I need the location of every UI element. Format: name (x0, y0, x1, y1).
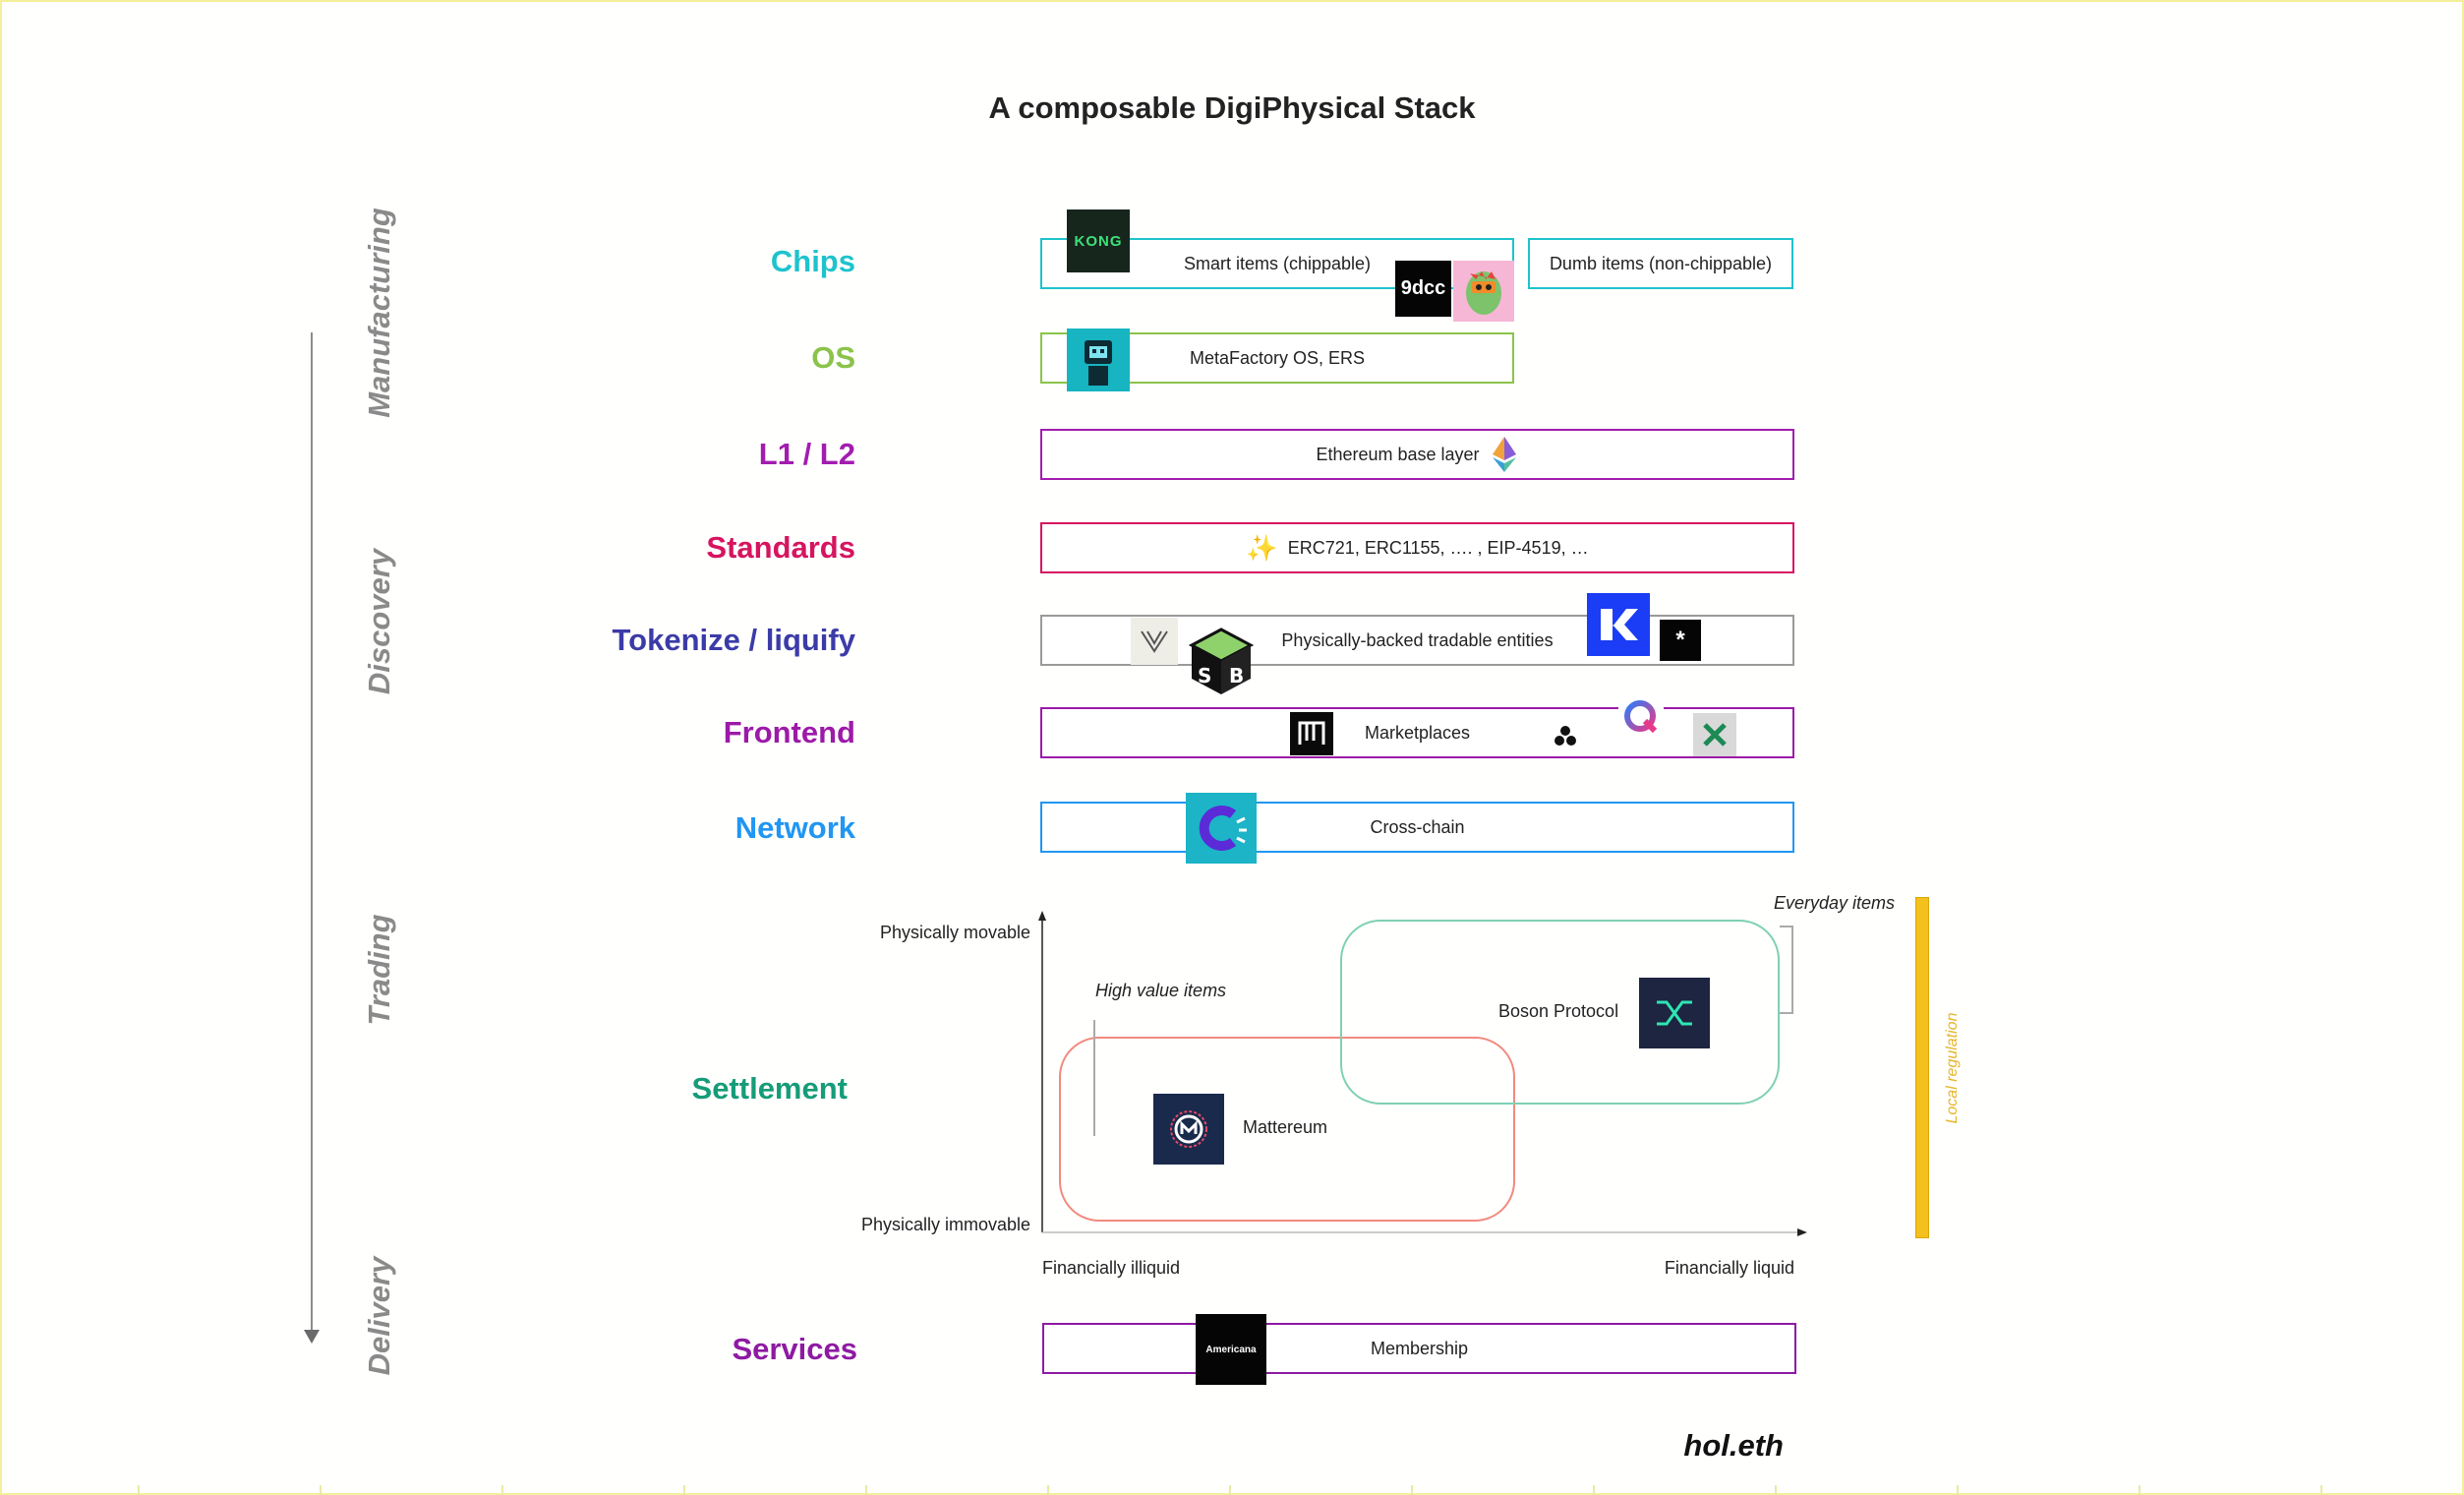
flow-arrow-line (311, 332, 313, 1336)
layer-label-services: Services (732, 1332, 857, 1366)
smart-items-text: Smart items (chippable) (1183, 253, 1372, 273)
high-value-region (1059, 1037, 1515, 1222)
grid-tick (1411, 1485, 1413, 1495)
x-left-label: Financially illiquid (1042, 1258, 1181, 1278)
high-value-label: High value items (1095, 981, 1227, 1000)
grid-tick (138, 1485, 140, 1495)
asterisk-logo: * (1660, 620, 1701, 661)
grid-tick (1229, 1485, 1231, 1495)
y-bottom-label: Physically immovable (860, 1215, 1030, 1234)
author-signature: hol.eth (1683, 1428, 1784, 1463)
marketplaces-text: Marketplaces (1364, 722, 1471, 743)
layer-label-standards: Standards (706, 530, 855, 565)
grid-tick (1593, 1485, 1595, 1495)
cross-chain-c-logo (1186, 793, 1257, 864)
4k-logo (1587, 593, 1650, 656)
layer-label-os: OS (811, 340, 855, 375)
grid-tick (2139, 1485, 2141, 1495)
x-right-label: Financially liquid (1664, 1258, 1794, 1278)
os-text: MetaFactory OS, ERS (1189, 347, 1366, 368)
layer-label-settlement: Settlement (691, 1071, 848, 1106)
everyday-leader (1780, 926, 1793, 1014)
boson-label: Boson Protocol (1498, 1001, 1619, 1021)
svg-text:S: S (1198, 664, 1211, 688)
everyday-region (1340, 920, 1780, 1105)
flow-arrow-head (304, 1330, 320, 1344)
layer-label-tokenize: Tokenize / liquify (612, 623, 855, 657)
grid-tick (683, 1485, 685, 1495)
layer-label-chips: Chips (770, 244, 855, 278)
mattereum-logo (1153, 1094, 1224, 1165)
standards-box: ✨ ERC721, ERC1155, …. , EIP-4519, … (1040, 522, 1794, 573)
local-regulation-bar (1915, 897, 1929, 1238)
three-dots-logo (1552, 722, 1579, 749)
metafactory-robot-logo (1067, 329, 1130, 391)
sb-cube-logo: S B (1188, 628, 1255, 696)
tokenize-text: Physically-backed tradable entities (1281, 629, 1554, 650)
membership-text: Membership (1370, 1338, 1469, 1358)
svg-text:B: B (1229, 664, 1244, 688)
grid-tick (2320, 1485, 2322, 1495)
layer-label-network: Network (734, 810, 855, 845)
ethereum-icon (1492, 437, 1516, 472)
grid-tick (1047, 1485, 1049, 1495)
ethereum-box: Ethereum base layer (1040, 429, 1794, 480)
x-axis-arrow (1797, 1228, 1807, 1236)
layer-label-l1-l2: L1 / L2 (758, 437, 855, 471)
grid-tick (865, 1485, 867, 1495)
diagram-title: A composable DigiPhysical Stack (988, 90, 1476, 125)
local-regulation-label: Local regulation (1944, 1012, 1961, 1124)
y-top-label: Physically movable (879, 923, 1030, 942)
americana-logo: Americana (1196, 1314, 1266, 1385)
standards-text: ERC721, ERC1155, …. , EIP-4519, … (1287, 537, 1589, 558)
grid-tick (1775, 1485, 1777, 1495)
network-box: Cross-chain (1040, 802, 1794, 853)
ninedcc-logo: 9dcc (1395, 261, 1451, 317)
mattereum-label: Mattereum (1243, 1117, 1328, 1137)
services-box: Membership (1042, 1323, 1796, 1374)
q-logo (1618, 694, 1664, 740)
y-axis-arrow (1038, 911, 1046, 921)
grid-tick (320, 1485, 322, 1495)
grid-tick (1957, 1485, 1959, 1495)
vault-logo (1131, 618, 1178, 665)
x-logo (1693, 713, 1736, 756)
m-marketplace-logo (1290, 712, 1333, 755)
cross-chain-text: Cross-chain (1370, 816, 1465, 837)
frontend-box: Marketplaces (1040, 707, 1794, 758)
kong-logo: KONG (1067, 209, 1130, 272)
layer-label-frontend: Frontend (723, 715, 855, 749)
dumb-items-text: Dumb items (non-chippable) (1549, 253, 1773, 273)
boson-protocol-logo (1639, 978, 1710, 1048)
ethereum-text: Ethereum base layer (1316, 444, 1480, 464)
sparkles-icon: ✨ (1246, 532, 1278, 563)
character-avatar-logo (1453, 261, 1514, 322)
grid-tick (501, 1485, 503, 1495)
dumb-items-box: Dumb items (non-chippable) (1528, 238, 1793, 289)
everyday-label: Everyday items (1774, 893, 1896, 913)
